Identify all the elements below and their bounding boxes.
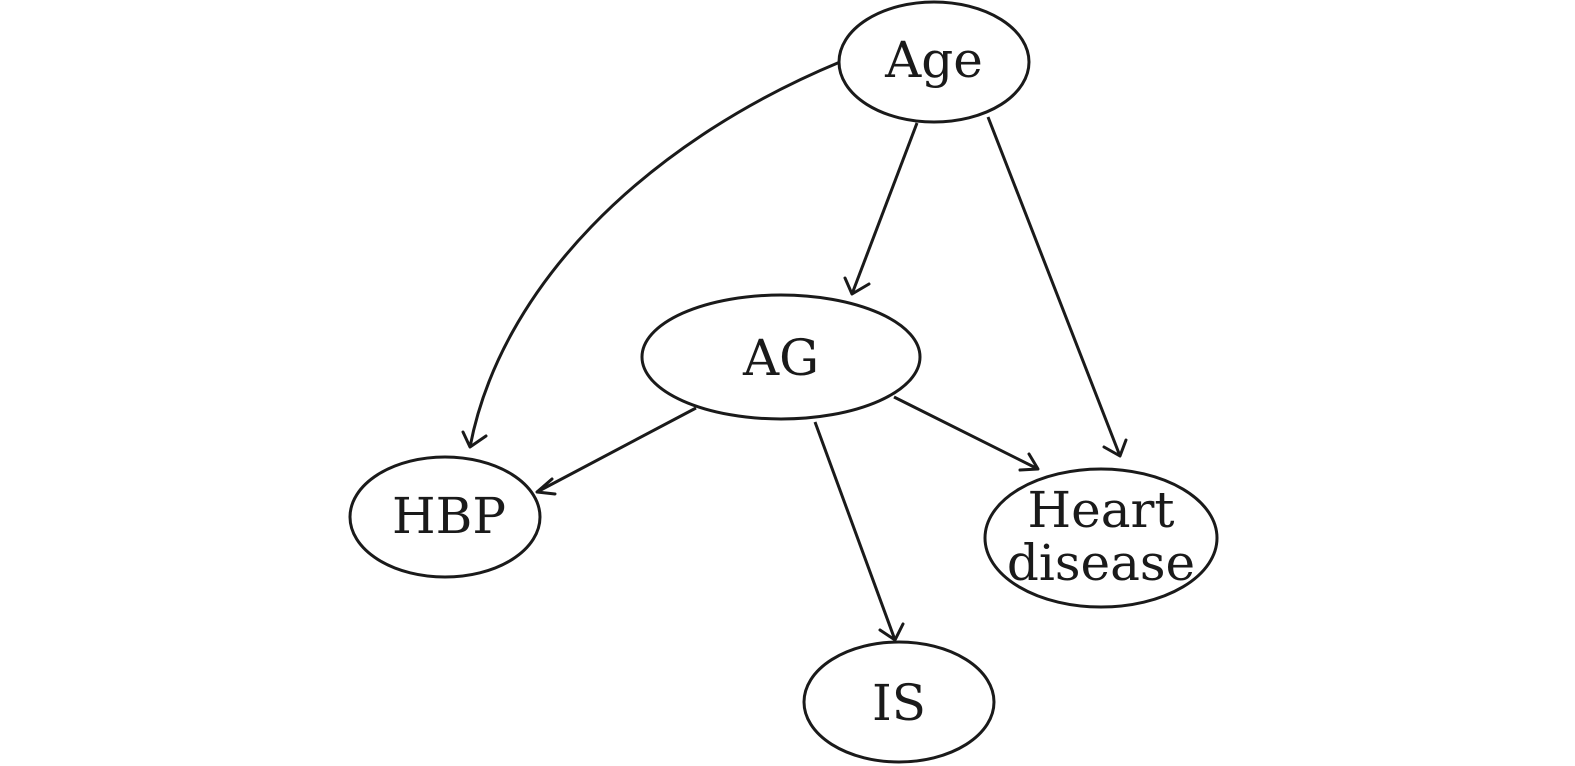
node-ag-shape bbox=[640, 293, 922, 421]
node-hbp-label: HBP bbox=[392, 487, 506, 545]
edge-ag-to-is bbox=[813, 421, 897, 641]
node-is-label: IS bbox=[872, 674, 926, 732]
arrowhead-age-to-heart-disease bbox=[1102, 438, 1128, 458]
node-ag: AG bbox=[640, 293, 922, 421]
node-ag-label: AG bbox=[742, 329, 819, 387]
arrow-heads bbox=[461, 276, 1128, 642]
node-heart-disease: Heart disease bbox=[983, 467, 1219, 609]
node-is-shape bbox=[802, 640, 996, 764]
node-age-shape bbox=[837, 0, 1031, 124]
arrowhead-ag-to-hbp bbox=[535, 477, 557, 496]
edges bbox=[468, 60, 1122, 641]
edge-age-to-heart-disease bbox=[986, 116, 1122, 457]
edge-age-to-hbp bbox=[468, 60, 841, 448]
node-hbp: HBP bbox=[348, 455, 542, 579]
node-heart-disease-label-line2: disease bbox=[1007, 534, 1195, 592]
node-heart-disease-shape bbox=[983, 467, 1219, 609]
node-is: IS bbox=[802, 640, 996, 764]
node-hbp-shape bbox=[348, 455, 542, 579]
node-heart-disease-label-line1: Heart bbox=[1028, 481, 1175, 539]
edge-ag-to-heart-disease bbox=[893, 395, 1039, 471]
node-age-label: Age bbox=[884, 31, 983, 89]
arrowhead-age-to-hbp bbox=[461, 430, 488, 449]
arrowhead-age-to-ag bbox=[843, 276, 871, 296]
arrowhead-ag-to-heart-disease bbox=[1018, 452, 1040, 472]
edge-age-to-ag bbox=[850, 122, 919, 295]
edge-ag-to-hbp bbox=[536, 406, 697, 494]
arrowhead-ag-to-is bbox=[878, 622, 905, 642]
node-age: Age bbox=[837, 0, 1031, 124]
